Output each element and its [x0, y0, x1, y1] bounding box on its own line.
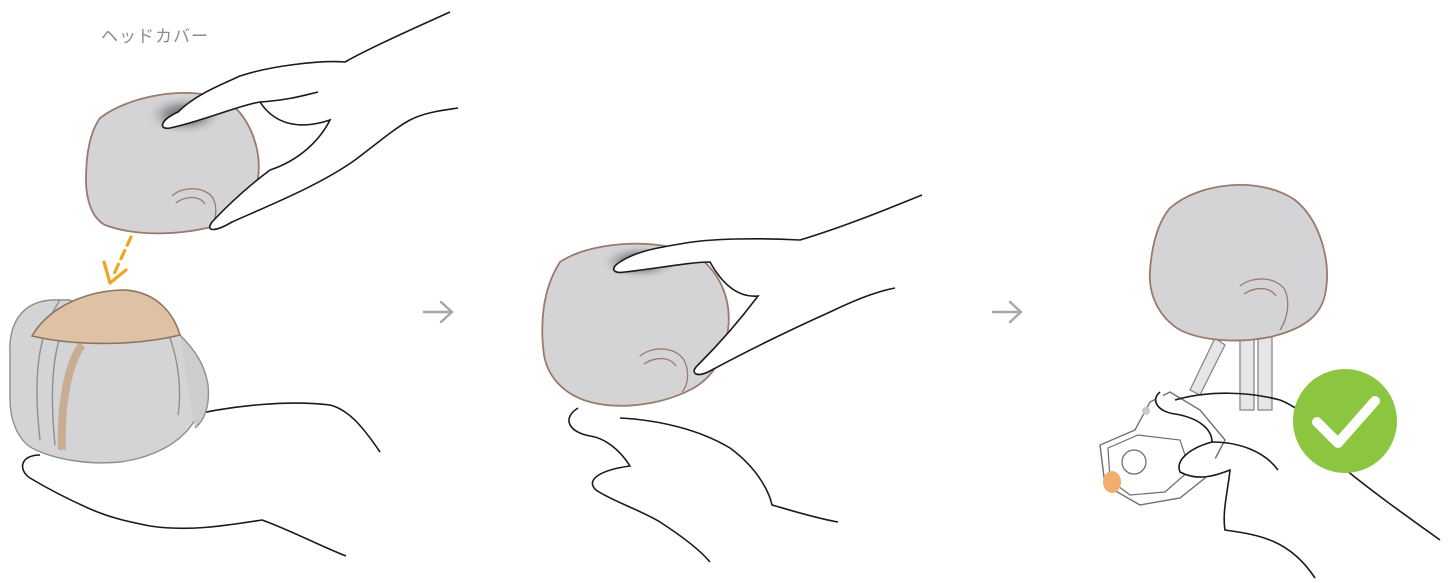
step-2-illustration [542, 195, 922, 562]
step-1-illustration [10, 12, 458, 556]
robot-neck [1190, 335, 1272, 410]
lower-hand-step2 [569, 408, 838, 562]
checkmark-icon [1293, 369, 1397, 473]
arrow-right-icon [424, 302, 452, 322]
inner-cap [32, 290, 180, 343]
head-cover-step3 [1150, 185, 1327, 341]
arrow-right-icon [993, 302, 1021, 322]
dashed-down-left-arrow-icon [104, 237, 131, 283]
head-cover-label: ヘッドカバー [101, 22, 209, 47]
step-3-illustration [1100, 185, 1440, 578]
power-button [1103, 471, 1121, 493]
